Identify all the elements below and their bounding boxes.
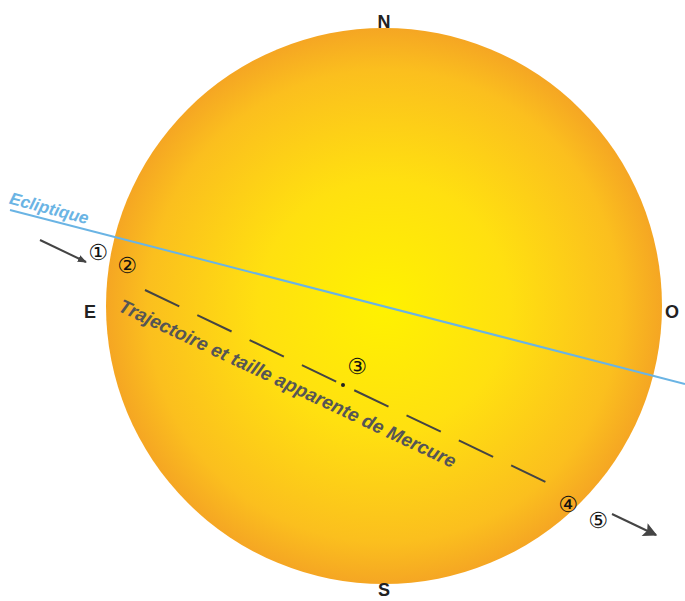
callout-number: ④ xyxy=(558,494,578,516)
trajectory-arrow-out xyxy=(612,514,656,535)
compass-west: O xyxy=(665,303,679,321)
trajectory-arrow-in xyxy=(40,240,86,262)
callout-number: ⑤ xyxy=(588,510,608,532)
callout-number: ③ xyxy=(347,356,367,378)
compass-east: E xyxy=(84,303,96,321)
ecliptic-line xyxy=(10,210,685,384)
mercury-dot xyxy=(341,383,345,387)
ecliptic-label: Ecliptique xyxy=(8,190,91,227)
compass-north: N xyxy=(378,13,391,31)
compass-south: S xyxy=(378,581,390,599)
trajectory-dashes xyxy=(145,290,552,485)
callout-number: ① xyxy=(88,242,108,264)
callout-number: ② xyxy=(117,255,137,277)
